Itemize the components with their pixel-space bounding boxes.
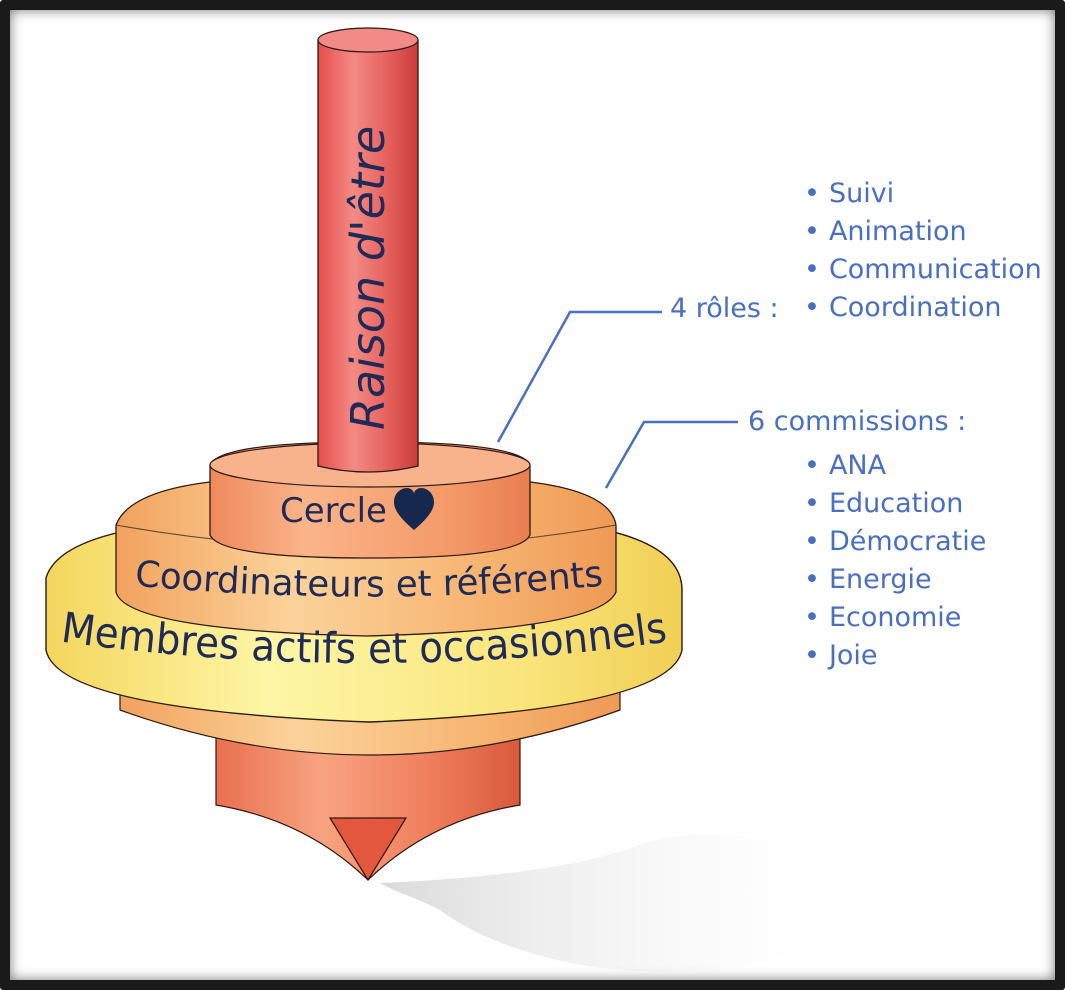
roles-list: Suivi Animation Communication Coordinati… (804, 175, 1042, 327)
tip (328, 817, 408, 882)
role-item: Animation (804, 213, 1042, 251)
heart-icon (394, 488, 434, 530)
commission-item: Démocratie (804, 523, 986, 561)
pole (317, 39, 419, 473)
spinning-top-diagram: Raison d'être Cercle Coordinateurs et ré… (45, 27, 872, 972)
pole-label: Raison d'être (341, 126, 395, 430)
commission-item: ANA (804, 447, 986, 485)
tier-label-cercle: Cercle (280, 491, 387, 531)
role-item: Communication (804, 251, 1042, 289)
commissions-list: ANA Education Démocratie Energie Economi… (804, 447, 986, 675)
commission-item: Economie (804, 599, 986, 637)
roles-prefix: 4 rôles : (670, 293, 779, 324)
commission-item: Education (804, 485, 986, 523)
commissions-callout-line (604, 420, 738, 489)
roles-callout-line (496, 310, 662, 443)
commission-item: Joie (804, 637, 986, 675)
role-item: Suivi (804, 175, 1042, 213)
commission-item: Energie (804, 561, 986, 599)
commissions-header: 6 commissions : (748, 406, 967, 437)
role-item: Coordination (804, 289, 1042, 327)
ground-shadow (380, 834, 872, 972)
